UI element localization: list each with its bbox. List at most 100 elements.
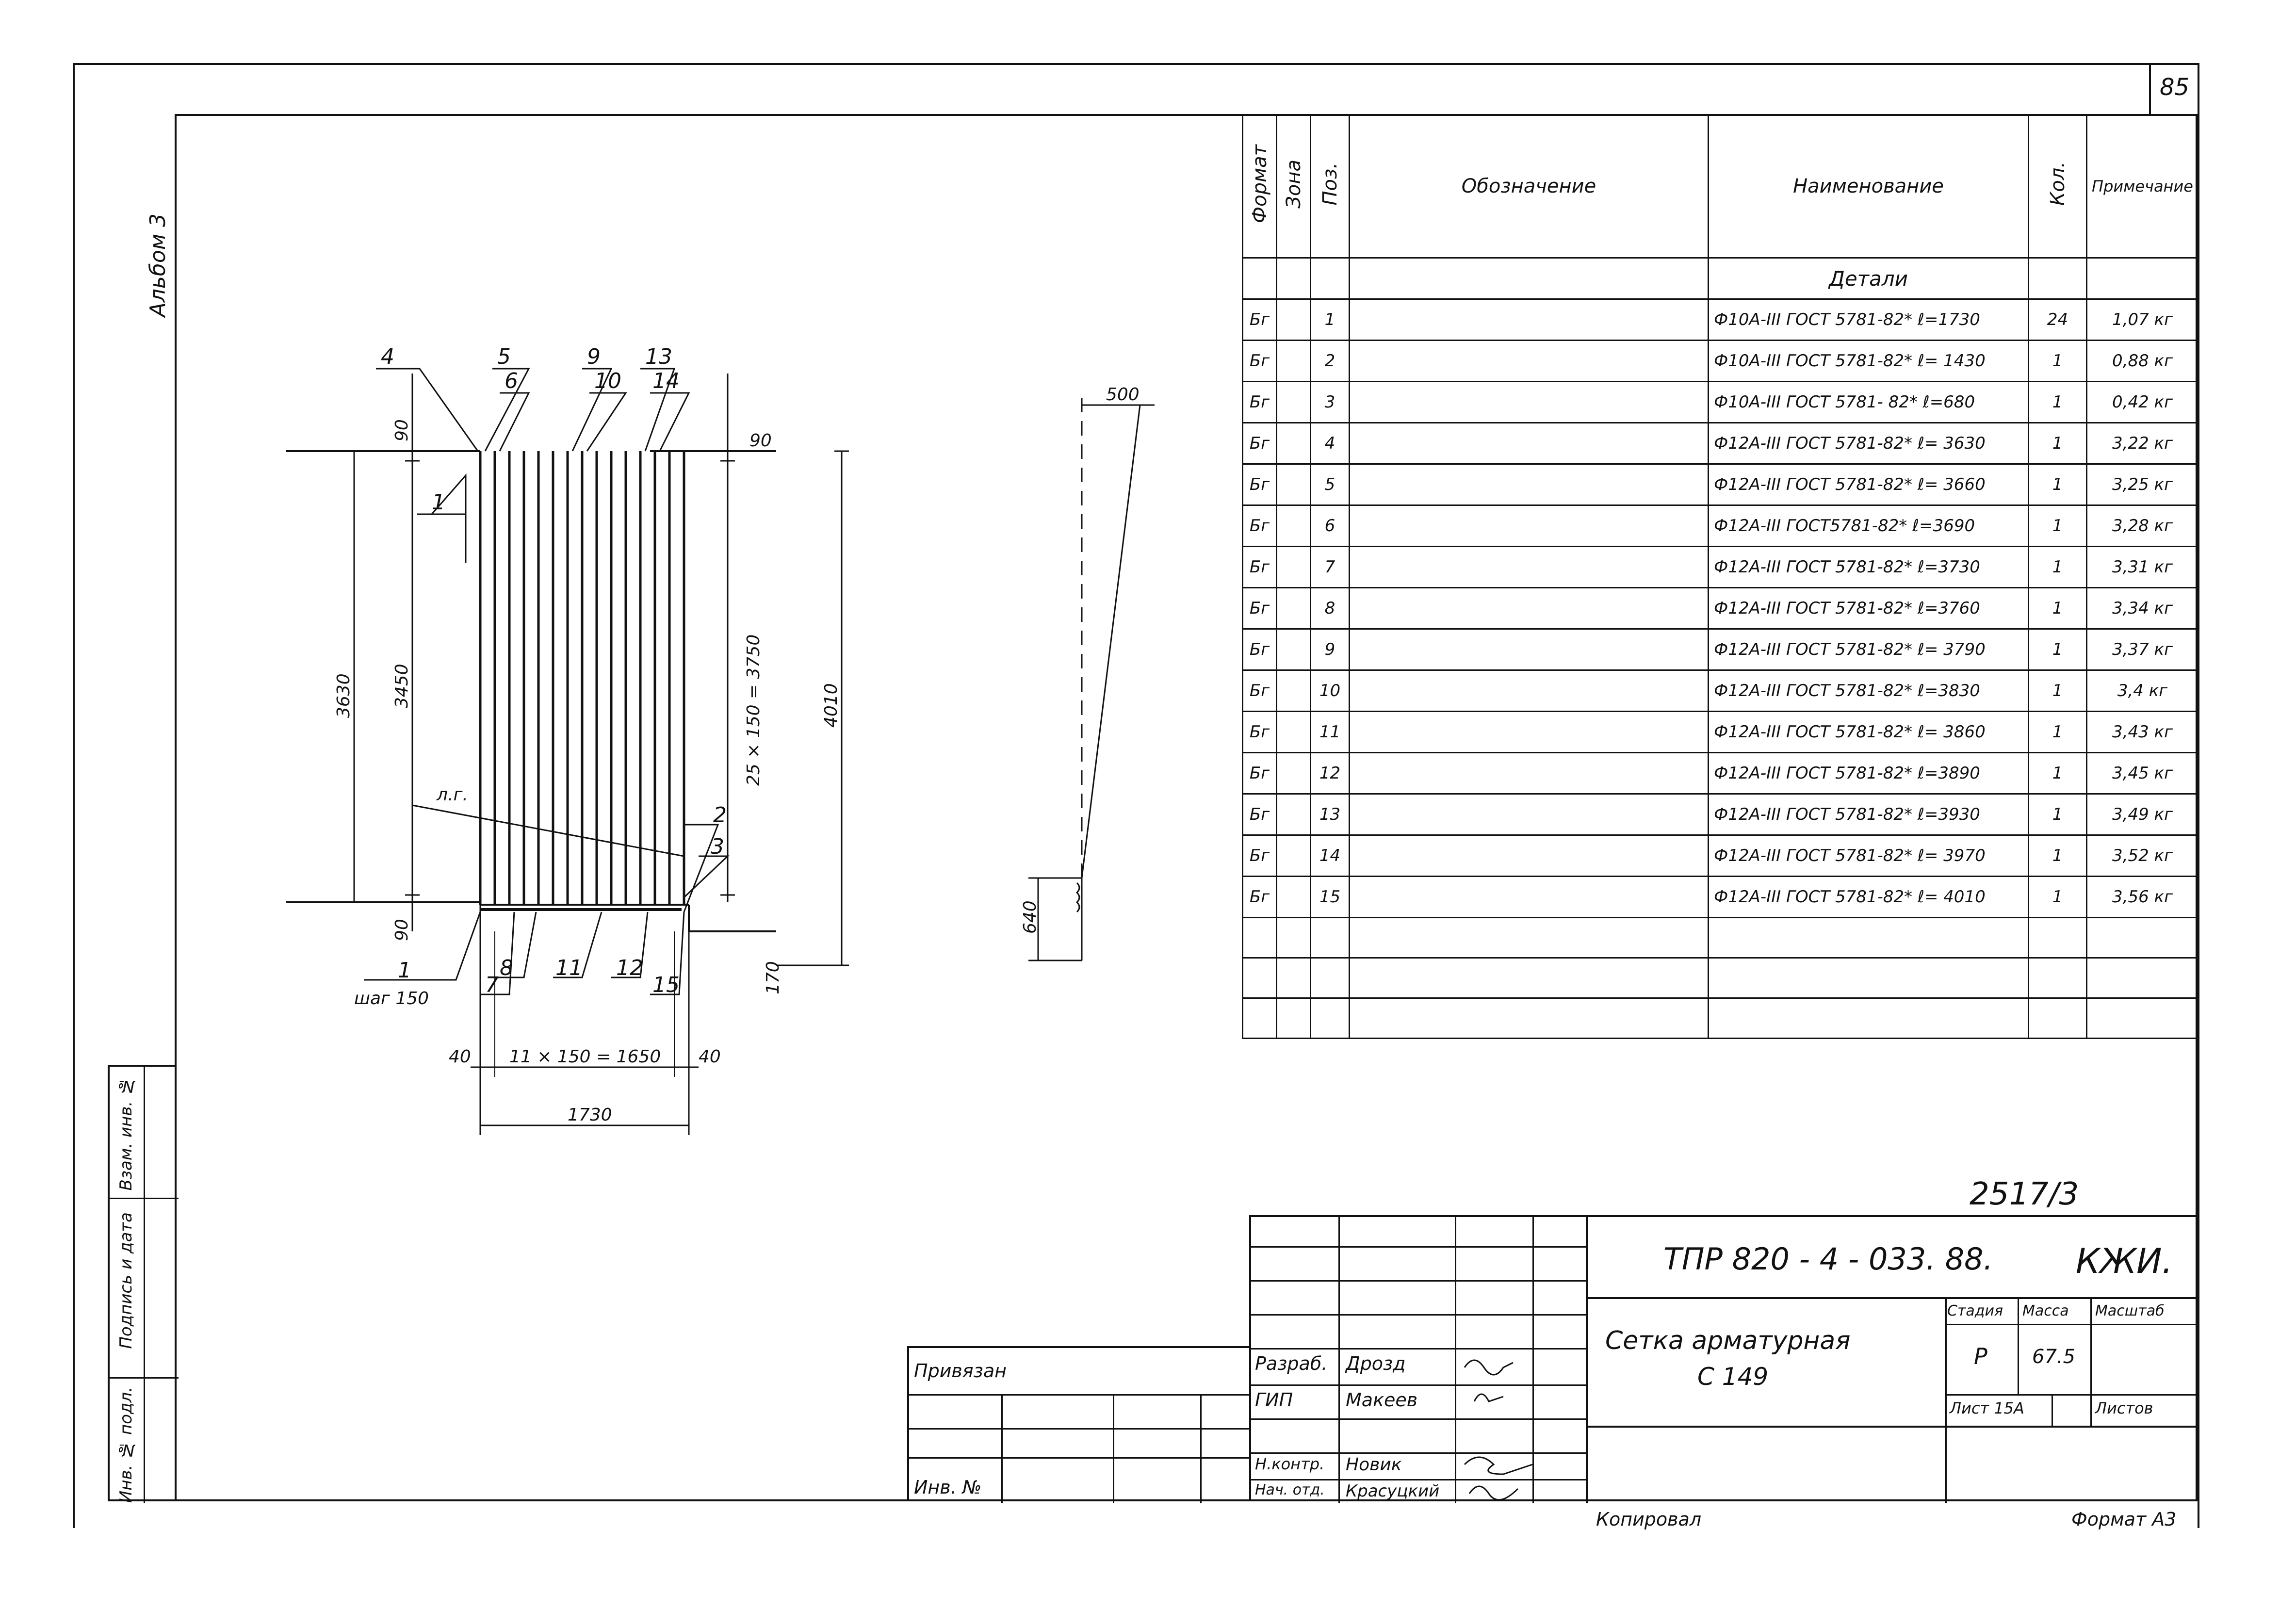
spec-cell-designation <box>1349 340 1709 382</box>
album-label: Альбом 3 <box>146 213 170 317</box>
spec-cell-format: Бг <box>1242 381 1277 423</box>
spec-cell-designation <box>1349 587 1709 630</box>
sheets-label: Листов <box>2095 1399 2153 1417</box>
spec-cell-zone <box>1276 340 1311 382</box>
spec-header-row: Формат Зона Поз. Обозначение Наименовани… <box>1242 114 2199 259</box>
callout-11: 11 <box>555 956 583 980</box>
spec-cell-name: Ф10А-III ГОСТ 5781-82* ℓ= 1430 <box>1708 340 2029 382</box>
dim-lg: л.г. <box>436 785 468 805</box>
mass-value: 67.5 <box>2032 1346 2076 1368</box>
callout-9: 9 <box>587 344 601 369</box>
callout-2: 2 <box>713 803 727 828</box>
spec-cell-qty: 1 <box>2028 504 2087 547</box>
head-name: Красуцкий <box>1346 1481 1440 1501</box>
spec-cell-zone <box>1276 752 1311 795</box>
spec-cell-qty: 1 <box>2028 711 2087 753</box>
callout-6: 6 <box>505 369 518 393</box>
spec-cell-name: Ф12А-III ГОСТ 5781-82* ℓ=3890 <box>1708 752 2029 795</box>
spec-cell-note: 0,88 кг <box>2086 340 2199 382</box>
spec-cell-format: Бг <box>1242 834 1277 877</box>
spec-cell-designation <box>1349 422 1709 465</box>
spec-cell-name: Ф12А-III ГОСТ 5781-82* ℓ= 3790 <box>1708 628 2029 671</box>
spec-cell-format: Бг <box>1242 669 1277 712</box>
header-qty: Кол. <box>2046 162 2069 206</box>
callout-1-left: 1 <box>432 490 445 515</box>
vzam-inv-label: Взам. инв. № <box>116 1076 136 1191</box>
outer-border-right <box>2198 63 2199 1528</box>
spec-cell-zone <box>1276 504 1311 547</box>
dim-90-right: 90 <box>749 431 772 451</box>
spec-cell-pos: 1 <box>1310 298 1350 341</box>
spec-cell-format: Бг <box>1242 546 1277 588</box>
spec-cell-designation <box>1349 876 1709 918</box>
developed-name: Дрозд <box>1346 1353 1406 1374</box>
spec-cell-name: Ф12А-III ГОСТ 5781-82* ℓ= 3970 <box>1708 834 2029 877</box>
header-note: Примечание <box>2086 114 2199 259</box>
spec-cell-format: Бг <box>1242 422 1277 465</box>
spec-cell-format: Бг <box>1242 793 1277 836</box>
dim-90-bot: 90 <box>392 919 412 941</box>
spec-cell-pos: 4 <box>1310 422 1350 465</box>
spec-cell-note: 3,31 кг <box>2086 546 2199 588</box>
spec-cell-format: Бг <box>1242 587 1277 630</box>
spec-cell-qty: 1 <box>2028 834 2087 877</box>
dim-3630: 3630 <box>334 673 354 718</box>
spec-cell-pos: 9 <box>1310 628 1350 671</box>
spec-cell-name: Ф12А-III ГОСТ 5781-82* ℓ=3830 <box>1708 669 2029 712</box>
spec-cell-pos: 11 <box>1310 711 1350 753</box>
dim-170: 170 <box>763 961 783 994</box>
spec-cell-note: 3,37 кг <box>2086 628 2199 671</box>
format-label: Формат А3 <box>2071 1509 2177 1530</box>
spec-cell-name: Ф12А-III ГОСТ 5781-82* ℓ=3730 <box>1708 546 2029 588</box>
title-block: ТПР 820 - 4 - 033. 88. КЖИ. Сетка армату… <box>1249 1215 2199 1503</box>
spec-cell-format: Бг <box>1242 628 1277 671</box>
spec-cell-name: Ф10А-III ГОСТ 5781-82* ℓ=1730 <box>1708 298 2029 341</box>
spec-cell-zone <box>1276 546 1311 588</box>
spec-cell-zone <box>1276 876 1311 918</box>
spec-cell-qty: 1 <box>2028 546 2087 588</box>
signatures <box>1464 1359 1533 1501</box>
inv-podl-label: Инв. № подл. <box>116 1387 136 1503</box>
callout-3: 3 <box>711 834 724 859</box>
spec-cell-pos: 7 <box>1310 546 1350 588</box>
callout-12: 12 <box>616 956 643 980</box>
stage-label: Стадия <box>1947 1302 2003 1319</box>
spec-cell-zone <box>1276 463 1311 506</box>
spec-cell-qty: 1 <box>2028 463 2087 506</box>
privyazan-label: Привязан <box>914 1360 1007 1382</box>
privyazan-block: Привязан Инв. № <box>907 1346 1251 1503</box>
dim-4010: 4010 <box>821 683 841 728</box>
callout-5: 5 <box>497 344 511 369</box>
dim-3450: 3450 <box>392 664 412 708</box>
spec-cell-name: Ф12А-III ГОСТ 5781-82* ℓ=3930 <box>1708 793 2029 836</box>
spec-cell-note: 3,28 кг <box>2086 504 2199 547</box>
spec-empty-row <box>1242 917 2199 959</box>
spec-cell-format: Бг <box>1242 340 1277 382</box>
spec-cell-zone <box>1276 422 1311 465</box>
sheet-label: Лист 15А <box>1950 1399 2024 1417</box>
stage-value: Р <box>1974 1343 1987 1369</box>
header-zone: Зона <box>1282 159 1305 209</box>
spec-cell-designation <box>1349 669 1709 712</box>
spec-cell-pos: 13 <box>1310 793 1350 836</box>
spec-cell-zone <box>1276 587 1311 630</box>
spec-empty-row <box>1242 957 2199 999</box>
spec-cell-zone <box>1276 628 1311 671</box>
callout-7: 7 <box>485 973 499 997</box>
callout-1-bottom: 1 <box>398 958 411 983</box>
header-format: Формат <box>1248 144 1271 224</box>
dim-1730: 1730 <box>568 1105 612 1125</box>
spec-cell-zone <box>1276 793 1311 836</box>
spec-cell-qty: 1 <box>2028 628 2087 671</box>
side-dim-500: 500 <box>1106 385 1140 405</box>
spec-cell-format: Бг <box>1242 504 1277 547</box>
callout-15: 15 <box>652 973 680 997</box>
